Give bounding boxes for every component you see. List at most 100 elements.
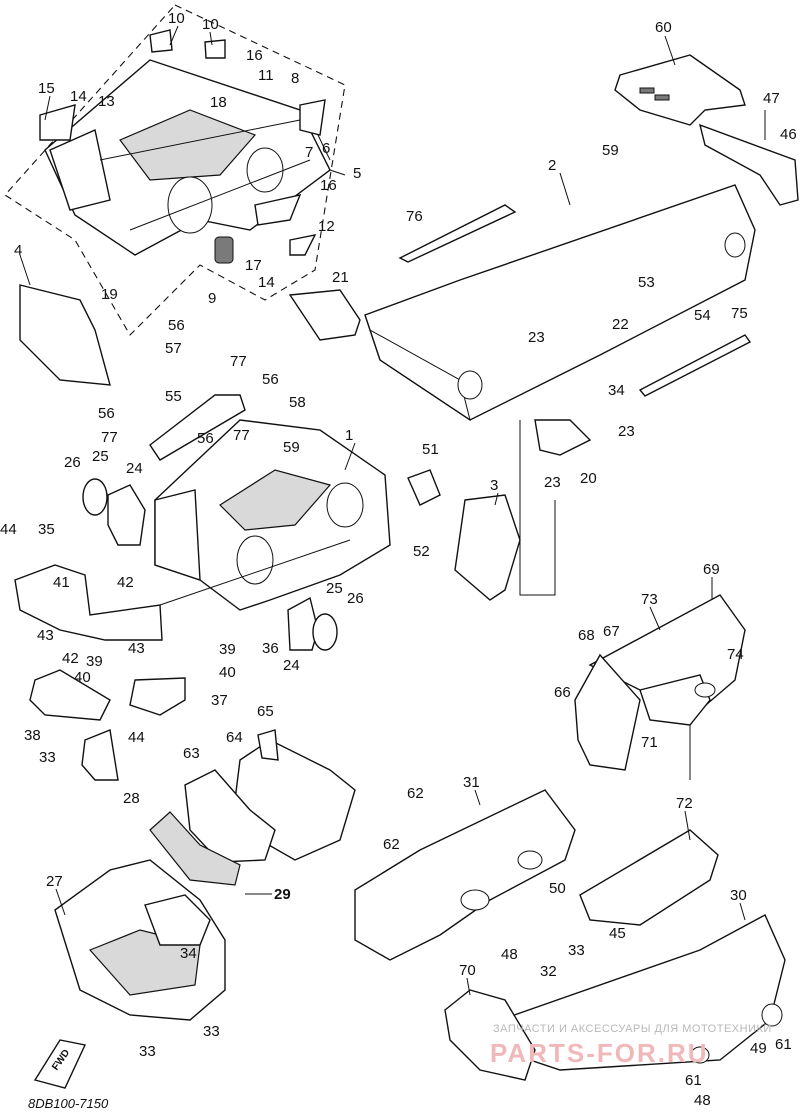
panel-part-66 bbox=[574, 653, 641, 771]
leader-lines bbox=[44, 25, 746, 996]
panel-part-71 bbox=[639, 674, 711, 726]
callout-labels: 10 10 16 11 8 15 14 13 18 6 7 5 16 12 17… bbox=[0, 10, 797, 1109]
boot-part-24a bbox=[107, 484, 146, 546]
bracket-part-20 bbox=[534, 419, 592, 456]
callout-50: 50 bbox=[549, 880, 566, 897]
callout-47: 47 bbox=[763, 90, 780, 107]
callout-42: 42 bbox=[62, 650, 79, 667]
callout-25: 25 bbox=[92, 448, 109, 465]
cover-part-60 bbox=[614, 54, 746, 126]
callout-42: 42 bbox=[117, 574, 134, 591]
cover-part-63 bbox=[184, 769, 276, 863]
right-middle-group bbox=[574, 594, 746, 780]
callout-20: 20 bbox=[580, 470, 597, 487]
ring-part-25b bbox=[312, 613, 338, 651]
panel-part-72 bbox=[579, 829, 719, 926]
callout-68: 68 bbox=[578, 627, 595, 644]
callout-54: 54 bbox=[694, 307, 711, 324]
callout-36: 36 bbox=[262, 640, 279, 657]
callout-9: 9 bbox=[208, 290, 216, 307]
callout-8: 8 bbox=[291, 70, 299, 87]
panel-part-70 bbox=[444, 989, 536, 1081]
callout-43: 43 bbox=[128, 640, 145, 657]
callout-3: 3 bbox=[490, 477, 498, 494]
callout-49: 49 bbox=[750, 1040, 767, 1057]
callout-43: 43 bbox=[37, 627, 54, 644]
left-middle-group bbox=[14, 539, 351, 781]
callout-56: 56 bbox=[168, 317, 185, 334]
callout-23: 23 bbox=[544, 474, 561, 491]
callout-21: 21 bbox=[332, 269, 349, 286]
callout-64: 64 bbox=[226, 729, 243, 746]
bracket-part-51 bbox=[407, 469, 441, 506]
callout-48: 48 bbox=[501, 946, 518, 963]
callout-67: 67 bbox=[603, 623, 620, 640]
callout-46: 46 bbox=[780, 126, 797, 143]
callout-39: 39 bbox=[86, 653, 103, 670]
callout-14: 14 bbox=[258, 274, 275, 291]
callout-5: 5 bbox=[353, 165, 361, 182]
callout-55: 55 bbox=[165, 388, 182, 405]
callout-34: 34 bbox=[180, 945, 197, 962]
diagram-code: 8DB100-7150 bbox=[28, 1096, 109, 1111]
callout-39: 39 bbox=[219, 641, 236, 658]
callout-59: 59 bbox=[283, 439, 300, 456]
callout-74: 74 bbox=[727, 646, 744, 663]
bracket-part-21 bbox=[288, 289, 361, 341]
strip-part-75 bbox=[638, 334, 752, 397]
callout-70: 70 bbox=[459, 962, 476, 979]
callout-14: 14 bbox=[70, 88, 87, 105]
callout-33: 33 bbox=[203, 1023, 220, 1040]
callout-75: 75 bbox=[731, 305, 748, 322]
callout-24: 24 bbox=[283, 657, 300, 674]
callout-45: 45 bbox=[609, 925, 626, 942]
guard-part-35 bbox=[14, 564, 163, 641]
callout-56: 56 bbox=[197, 430, 214, 447]
callout-48: 48 bbox=[694, 1092, 711, 1109]
callout-24: 24 bbox=[126, 460, 143, 477]
callout-11: 11 bbox=[258, 67, 274, 84]
callout-31: 31 bbox=[463, 774, 480, 791]
callout-57: 57 bbox=[165, 340, 182, 357]
callout-40: 40 bbox=[74, 669, 91, 686]
callout-33: 33 bbox=[39, 749, 56, 766]
callout-66: 66 bbox=[554, 684, 571, 701]
bracket-part-55 bbox=[149, 394, 246, 461]
callout-56: 56 bbox=[262, 371, 279, 388]
cover-part-65 bbox=[257, 729, 279, 761]
callout-27: 27 bbox=[46, 873, 63, 890]
floor-panel-part-2 bbox=[364, 184, 756, 421]
lower-left-group bbox=[54, 729, 356, 1021]
bracket-part-37 bbox=[129, 677, 186, 716]
ring-part-25a bbox=[82, 478, 108, 516]
callout-32: 32 bbox=[540, 963, 557, 980]
right-upper-group bbox=[364, 54, 799, 601]
callout-53: 53 bbox=[638, 274, 655, 291]
callout-2: 2 bbox=[548, 157, 556, 174]
callout-4: 4 bbox=[14, 242, 22, 259]
callout-38: 38 bbox=[24, 727, 41, 744]
callout-52: 52 bbox=[413, 543, 430, 560]
front-frame-subassembly-group bbox=[4, 4, 361, 386]
callout-44: 44 bbox=[0, 521, 17, 538]
panel-part-31 bbox=[354, 789, 576, 961]
lower-right-group bbox=[354, 789, 786, 1081]
callout-34: 34 bbox=[608, 382, 625, 399]
callout-30: 30 bbox=[730, 887, 747, 904]
callout-25: 25 bbox=[326, 580, 343, 597]
callout-28: 28 bbox=[123, 790, 140, 807]
callout-35: 35 bbox=[38, 521, 55, 538]
callout-26: 26 bbox=[64, 454, 81, 471]
callout-63: 63 bbox=[183, 745, 200, 762]
callout-56: 56 bbox=[98, 405, 115, 422]
callout-59: 59 bbox=[602, 142, 619, 159]
bracket-part-4 bbox=[19, 284, 111, 386]
callout-29: 29 bbox=[274, 886, 291, 903]
grille-part-29 bbox=[149, 811, 241, 886]
callout-72: 72 bbox=[676, 795, 693, 812]
callout-16: 16 bbox=[246, 47, 263, 64]
callout-10: 10 bbox=[202, 16, 219, 33]
callout-33: 33 bbox=[568, 942, 585, 959]
callout-18: 18 bbox=[210, 94, 227, 111]
